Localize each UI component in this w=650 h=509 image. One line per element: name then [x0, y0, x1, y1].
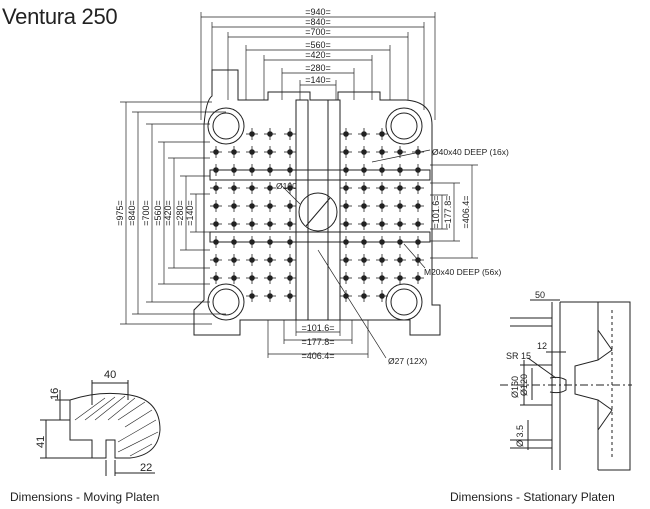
callout-holes: Ø27 (12X) [388, 356, 427, 366]
dim-3-5: Ø 3.5 [515, 425, 525, 447]
dim-940: =940= [305, 7, 331, 17]
dim-975: =975= [115, 200, 125, 226]
caption-stationary: Dimensions - Stationary Platen [450, 490, 615, 504]
dim-406-4-b: =406.4= [301, 351, 334, 361]
dim-40: 40 [104, 369, 116, 381]
dim-560: =560= [305, 40, 331, 50]
callout-slot-deep: Ø40x40 DEEP (16x) [432, 147, 509, 157]
dim-sr15: SR 15 [506, 351, 531, 361]
tie-bar-hole [385, 283, 423, 321]
dim-560-v: =560= [153, 200, 163, 226]
t-slot [209, 169, 431, 181]
dim-700: =700= [305, 27, 331, 37]
t-slot [209, 231, 431, 243]
dim-41: 41 [35, 436, 47, 448]
page-title: Ventura 250 [2, 4, 118, 29]
dim-420-v: =420= [163, 200, 173, 226]
tapped-hole-grid [210, 128, 424, 302]
dim-420: =420= [305, 50, 331, 60]
dim-840: =840= [305, 17, 331, 27]
dim-140-v: =140= [185, 200, 195, 226]
dim-840-v: =840= [127, 200, 137, 226]
stationary-platen-detail [500, 299, 632, 471]
dim-120: Ø120 [519, 374, 529, 396]
t-slot [295, 99, 309, 321]
tie-bar-hole [207, 107, 245, 145]
dim-280-v: =280= [175, 200, 185, 226]
dim-177-8-b: =177.8= [301, 337, 334, 347]
t-slot [327, 99, 341, 321]
dim-406-4-r: =406.4= [461, 195, 471, 228]
dim-16: 16 [49, 388, 61, 400]
dim-22: 22 [140, 462, 152, 474]
moving-platen-detail [40, 380, 161, 476]
dim-177-8-r: =177.8= [443, 195, 453, 228]
dim-12: 12 [537, 341, 547, 351]
center-hole [298, 192, 338, 232]
dim-50: 50 [535, 290, 545, 300]
callout-tapped: M20x40 DEEP (56x) [424, 267, 501, 277]
dim-280: =280= [305, 63, 331, 73]
dim-700-v: =700= [141, 200, 151, 226]
platen-outline [193, 69, 441, 336]
dim-160: Ø160 [510, 376, 520, 398]
caption-moving: Dimensions - Moving Platen [10, 490, 160, 504]
dim-101-6-b: =101.6= [301, 323, 334, 333]
tie-bar-hole [385, 107, 423, 145]
callout-center-hole: Ø100 [276, 181, 297, 191]
dim-140: =140= [305, 75, 331, 85]
dim-101-6-r: =101.6= [431, 195, 441, 228]
